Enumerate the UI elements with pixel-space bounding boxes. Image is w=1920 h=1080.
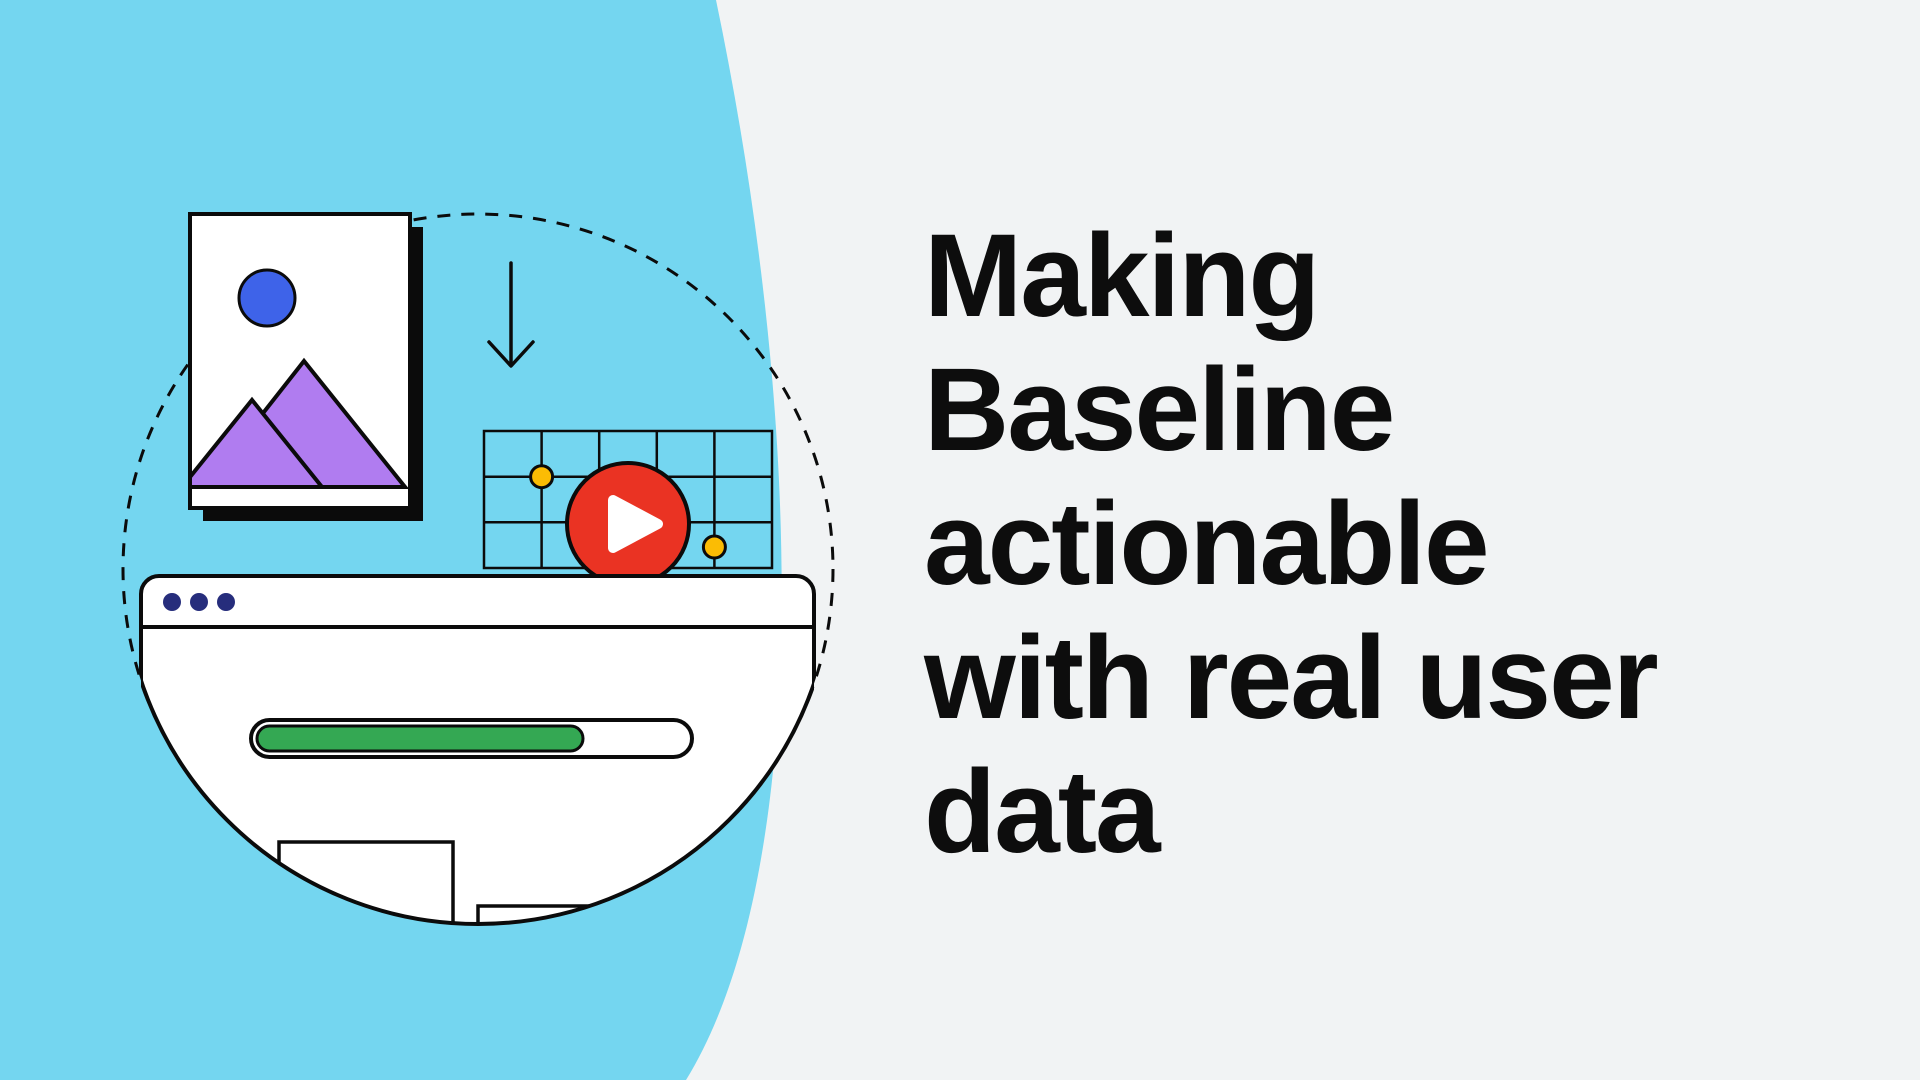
arrow-head	[487, 340, 535, 368]
image-placeholder-card	[188, 212, 423, 521]
browser-dot-icon	[217, 593, 235, 611]
window-bottom-arc	[141, 576, 814, 926]
browser-window-clip-group	[139, 574, 816, 924]
browser-window	[139, 574, 816, 924]
progress-fill-bar	[255, 724, 585, 753]
grid-node-dot-right	[701, 534, 727, 560]
sun-icon	[237, 268, 297, 328]
grid-node-dot-left	[529, 464, 555, 490]
browser-dot-icon	[190, 593, 208, 611]
mountain-small-icon	[192, 396, 327, 489]
down-arrow-icon	[487, 261, 535, 368]
play-triangle-icon	[608, 495, 663, 553]
page-title: Making Baseline actionable with real use…	[924, 210, 1659, 878]
mountains-group	[192, 357, 408, 489]
play-button-icon	[565, 461, 691, 587]
browser-dot-icon	[163, 593, 181, 611]
